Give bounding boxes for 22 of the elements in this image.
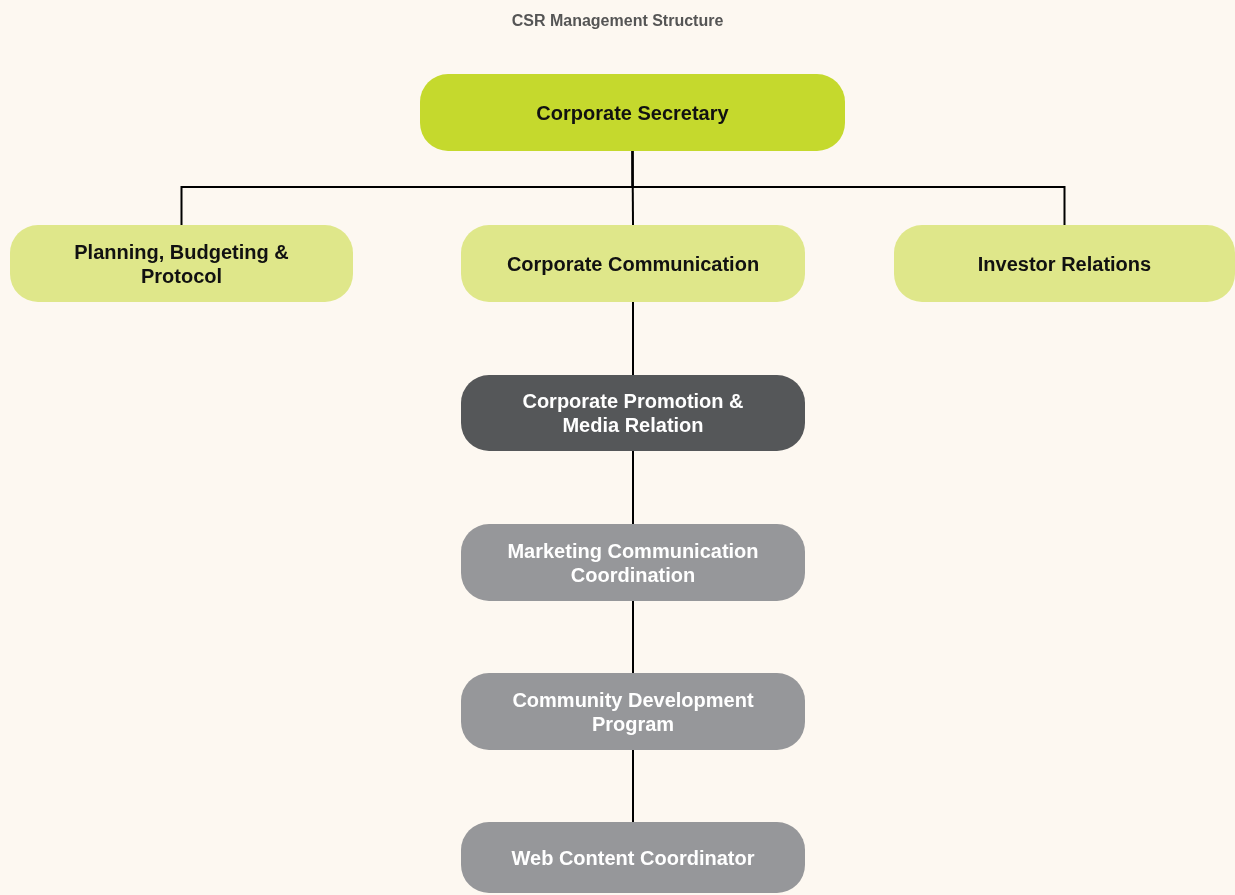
connector-line xyxy=(631,150,1066,226)
connector-line xyxy=(632,301,634,376)
unit-label: Planning, Budgeting & Protocol xyxy=(73,239,290,288)
org-unit-box xyxy=(461,225,805,302)
unit-label: Investor Relations xyxy=(977,251,1152,276)
unit-label: Corporate Secretary xyxy=(536,100,729,125)
unit-label: Community Development Program xyxy=(511,687,755,736)
org-unit-box xyxy=(894,225,1235,302)
connector-line xyxy=(632,450,634,525)
org-unit-box xyxy=(461,673,805,750)
org-unit-box xyxy=(461,822,805,893)
org-unit-box xyxy=(461,375,805,451)
unit-label: Corporate Communication xyxy=(506,251,760,276)
diagram-title: CSR Management Structure xyxy=(510,12,725,30)
connector-line xyxy=(632,749,634,823)
org-unit-box xyxy=(10,225,353,302)
unit-label: Web Content Coordinator xyxy=(511,845,755,870)
org-unit-box xyxy=(461,524,805,601)
connector-line xyxy=(632,600,634,674)
org-unit-box xyxy=(420,74,845,151)
unit-label: Corporate Promotion & Media Relation xyxy=(521,389,745,437)
unit-label: Marketing Communication Coordination xyxy=(506,538,760,587)
